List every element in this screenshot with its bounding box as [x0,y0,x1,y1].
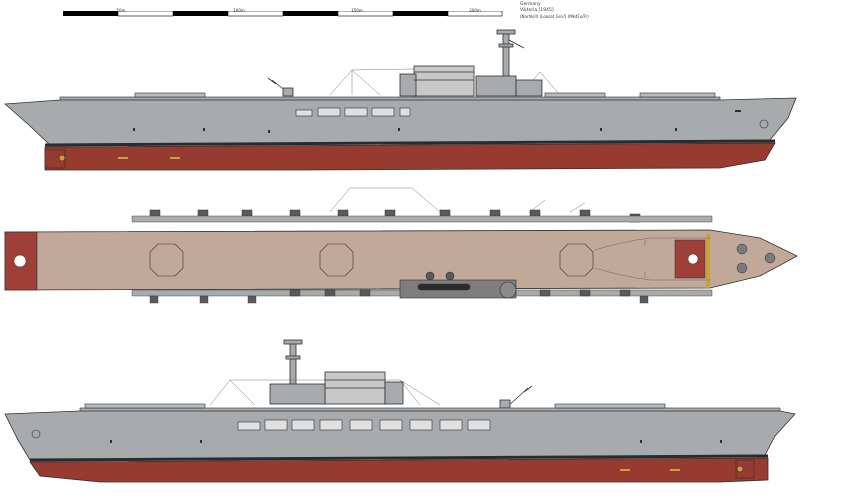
bow-barrier [706,234,710,288]
scale-tick-label: 50m [116,8,126,13]
rudder-propellers-lower [620,459,755,479]
catapult-tracks [594,237,710,281]
hull-bottom-lower [29,457,769,483]
hull-upper-works-lower [4,410,796,461]
aircraft-crane-lower [499,385,533,409]
boat-deck-lower [237,419,491,431]
hull-bottom [44,142,776,171]
scale-tick-label: 100m [233,8,245,13]
flight-deck-plan-view [4,187,798,304]
plan-rigging [329,187,586,213]
upper-profile-view [4,29,797,171]
hull-portholes [133,110,741,133]
flight-deck [4,229,798,291]
side-aa-mounts [149,289,649,304]
caption-credit: (Narhkill) (Loosat Gro?) (Mk4Fu/Fr) [520,14,589,19]
bow-roundel-icon [687,253,699,265]
hull-upper-works [4,97,797,146]
deck-elevators [149,243,594,277]
deck-walkway-top [131,215,713,223]
lower-profile-view [4,339,796,483]
bow-turrets [736,243,776,274]
island-superstructure [399,65,543,97]
caption-ship-name: Viktoria [1945] [520,8,554,13]
boot-top-stripe [44,139,776,147]
scale-bar-graphic [63,10,503,17]
boot-top-stripe-lower [29,454,769,462]
aircraft-crane [267,77,294,97]
hull-portholes-lower [110,440,722,443]
island-superstructure-lower [269,371,404,405]
scale-tick-label: 150m [351,8,363,13]
drawing-caption: Germany Viktoria [1945] (Narhkill) (Loos… [520,2,589,20]
anchor-icon [31,429,41,439]
scale-tick-label: 200m [469,8,481,13]
anchor-icon [759,119,769,129]
scale-bar: 50m 100m 150m 200m [63,2,503,17]
rudder-propellers [44,149,180,169]
island-plan [399,271,517,299]
boat-deck [295,107,411,117]
caption-nation: Germany [520,2,541,7]
stern-roundel-icon [13,254,27,268]
